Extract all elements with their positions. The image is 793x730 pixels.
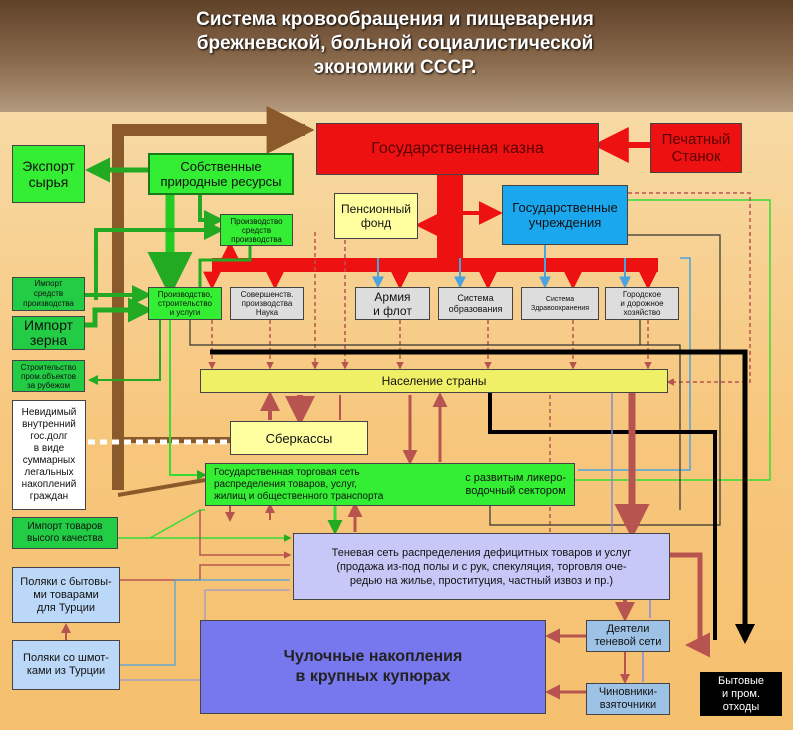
import-grain-box: Импорт зерна	[12, 316, 85, 350]
header-banner	[0, 0, 793, 112]
diagram-title: Система кровообращения и пищеварения бре…	[196, 9, 594, 78]
export-box: Экспорт сырья	[12, 145, 85, 203]
poles-turkey-box: Поляки с бытовы- ми товарами для Турции	[12, 567, 120, 623]
import-quality-box: Импорт товаров высого качества	[12, 517, 118, 549]
army-box: Армия и флот	[355, 287, 430, 320]
savings-bank-box: Сберкассы	[230, 421, 368, 455]
population-box: Население страны	[200, 369, 668, 393]
bribe-officials-box: Чиновники- взяточники	[586, 683, 670, 715]
treasury-box: Государственная казна	[316, 123, 599, 175]
state-trade-label: Государственная торговая сеть распределе…	[214, 466, 384, 502]
liquor-sector-label: с развитым ликеро- водочный сектором	[465, 471, 566, 497]
healthcare-box: Система Здравоохранения	[521, 287, 599, 320]
construction-box: Производство, строительство и услуги	[148, 287, 222, 320]
science-box: Совершенств. производства Наука	[230, 287, 304, 320]
natural-resources-box: Собственные природные ресурсы	[148, 153, 294, 195]
pension-fund-box: Пенсионный фонд	[334, 193, 418, 239]
waste-box: Бытовые и пром. отходы	[700, 672, 782, 716]
poles-clothes-box: Поляки со шмот- ками из Турции	[12, 640, 120, 690]
shadow-network-box: Теневая сеть распределения дефицитных то…	[293, 533, 670, 600]
education-box: Система образования	[438, 287, 513, 320]
import-means-box: Импорт средств производства	[12, 277, 85, 311]
invisible-debt-box: Невидимый внутренний гос.долг в виде сум…	[12, 400, 86, 510]
city-roads-box: Городское и дорожное хозяйство	[605, 287, 679, 320]
shadow-dealers-box: Деятели теневой сети	[586, 620, 670, 652]
construction-abroad-box: Строительство пром.объектов за рубежом	[12, 360, 85, 392]
printing-press-box: Печатный Станок	[650, 123, 742, 173]
state-trade-box: Государственная торговая сеть распределе…	[205, 463, 575, 506]
state-institutions-box: Государственные учреждения	[502, 185, 628, 245]
means-of-production-box: Производство средств производства	[220, 214, 293, 246]
stocking-savings-box: Чулочные накопления в крупных купюрах	[200, 620, 546, 714]
